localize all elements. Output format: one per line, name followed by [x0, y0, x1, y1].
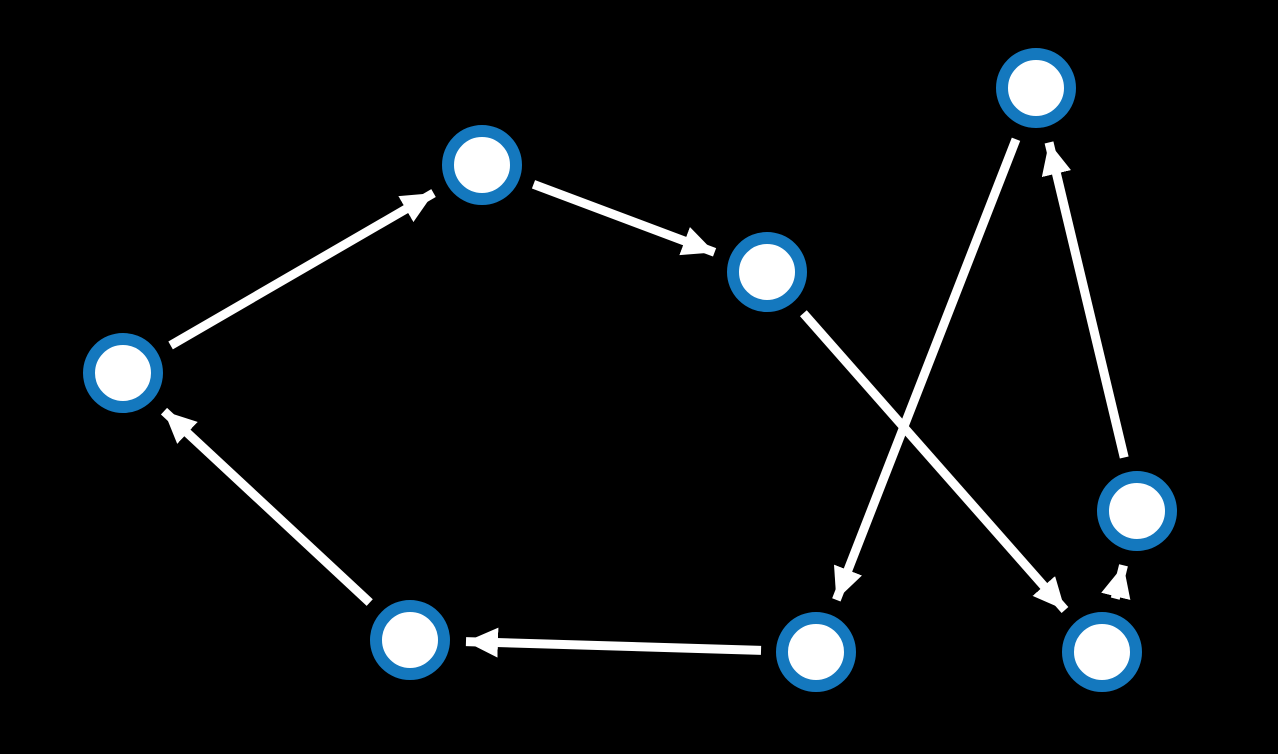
- graph-node-right: [1097, 471, 1177, 551]
- graph-edge-upper-mid-to-middle: [531, 180, 717, 257]
- graph-node-middle: [727, 232, 807, 312]
- graph-node-bottom-left: [370, 600, 450, 680]
- graph-edge-bottom-middle-to-bottom-left: [465, 627, 762, 658]
- graph-edge-right-to-top-right: [1041, 141, 1129, 459]
- graph-edge-bottom-left-to-left: [160, 407, 373, 606]
- graph-node-top-right: [996, 48, 1076, 128]
- graph-edge-top-right-to-bottom-middle: [832, 137, 1021, 602]
- graph-edge-bottom-right-to-right: [1101, 564, 1131, 601]
- graph-edge-middle-to-bottom-right: [799, 310, 1069, 613]
- graph-node-left: [83, 333, 163, 413]
- graph-node-bottom-right: [1062, 612, 1142, 692]
- graph-node-upper-mid: [442, 125, 522, 205]
- graph-node-bottom-middle: [776, 612, 856, 692]
- graph-edge-left-to-upper-mid: [168, 189, 436, 350]
